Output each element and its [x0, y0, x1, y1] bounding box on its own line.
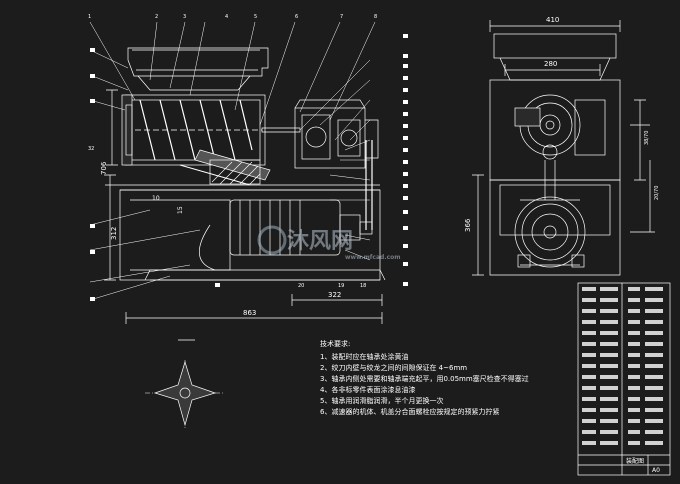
- title-block-code: A0: [652, 467, 660, 474]
- callout-6: 6: [295, 14, 298, 20]
- callout-18: 18: [360, 283, 366, 289]
- dim-863: 863: [243, 309, 256, 317]
- note-2: 2、绞刀内壁与绞龙之间的间隙保证在 4~6mm: [320, 364, 468, 372]
- note-3: 3、轴承内侧处需要和轴承端充起平，用0.05mm塞尺检查不得塞过: [320, 375, 529, 383]
- callout-1: 1: [88, 14, 91, 20]
- callout-2: 2: [155, 14, 158, 20]
- note-1: 1、装配时应在轴承处涂黄油: [320, 353, 409, 361]
- watermark-url: www.mfcad.com: [345, 254, 401, 261]
- title-block-rows: [582, 287, 663, 445]
- front-section-view: [105, 47, 386, 281]
- notes-title: 技术要求:: [320, 340, 351, 348]
- front-dimensions: [104, 89, 383, 324]
- hatched-block: [209, 159, 261, 185]
- note-6: 6、减速器的机体、机盖分合面螺栓应按规定的预紧力拧紧: [320, 408, 500, 416]
- dim-322: 322: [328, 291, 341, 299]
- callout-32: 32: [88, 146, 94, 152]
- callout-numbers: 1 2 3 4 5 6 7 8 32 20 19 18: [88, 14, 377, 289]
- callout-4: 4: [225, 14, 228, 20]
- callout-5: 5: [254, 14, 257, 20]
- leader-lines: [89, 21, 376, 301]
- title-block: [577, 282, 671, 476]
- dim-312: 312: [110, 227, 118, 240]
- title-block-name: 装配图: [626, 457, 644, 465]
- callout-19: 19: [338, 283, 344, 289]
- callout-boxes: [90, 34, 408, 301]
- callout-8: 8: [374, 14, 377, 20]
- note-4: 4、各非标零件表面涂漆息油漆: [320, 386, 416, 394]
- dim-15: 15: [177, 206, 184, 214]
- callout-7: 7: [340, 14, 343, 20]
- watermark-text: 沐风网: [287, 229, 353, 254]
- watermark: 沐风网 www.mfcad.com: [257, 225, 401, 261]
- callout-3: 3: [183, 14, 186, 20]
- note-5: 5、轴承用润滑脂润滑，半个月更换一次: [320, 397, 444, 405]
- dim-410: 410: [546, 16, 559, 24]
- dimension-labels: 410 280 863 322 312 366 706 10 15 38/70 …: [100, 16, 660, 317]
- dim-706: 706: [100, 161, 108, 175]
- dim-366: 366: [464, 218, 472, 232]
- dim-280: 280: [544, 60, 557, 68]
- cutter-detail: [145, 339, 225, 430]
- dim-shaft1: 38/70: [644, 131, 650, 145]
- callout-20: 20: [298, 283, 304, 289]
- side-view: [472, 20, 655, 276]
- dim-shaft2: 20/70: [654, 186, 660, 200]
- dim-10: 10: [152, 195, 160, 202]
